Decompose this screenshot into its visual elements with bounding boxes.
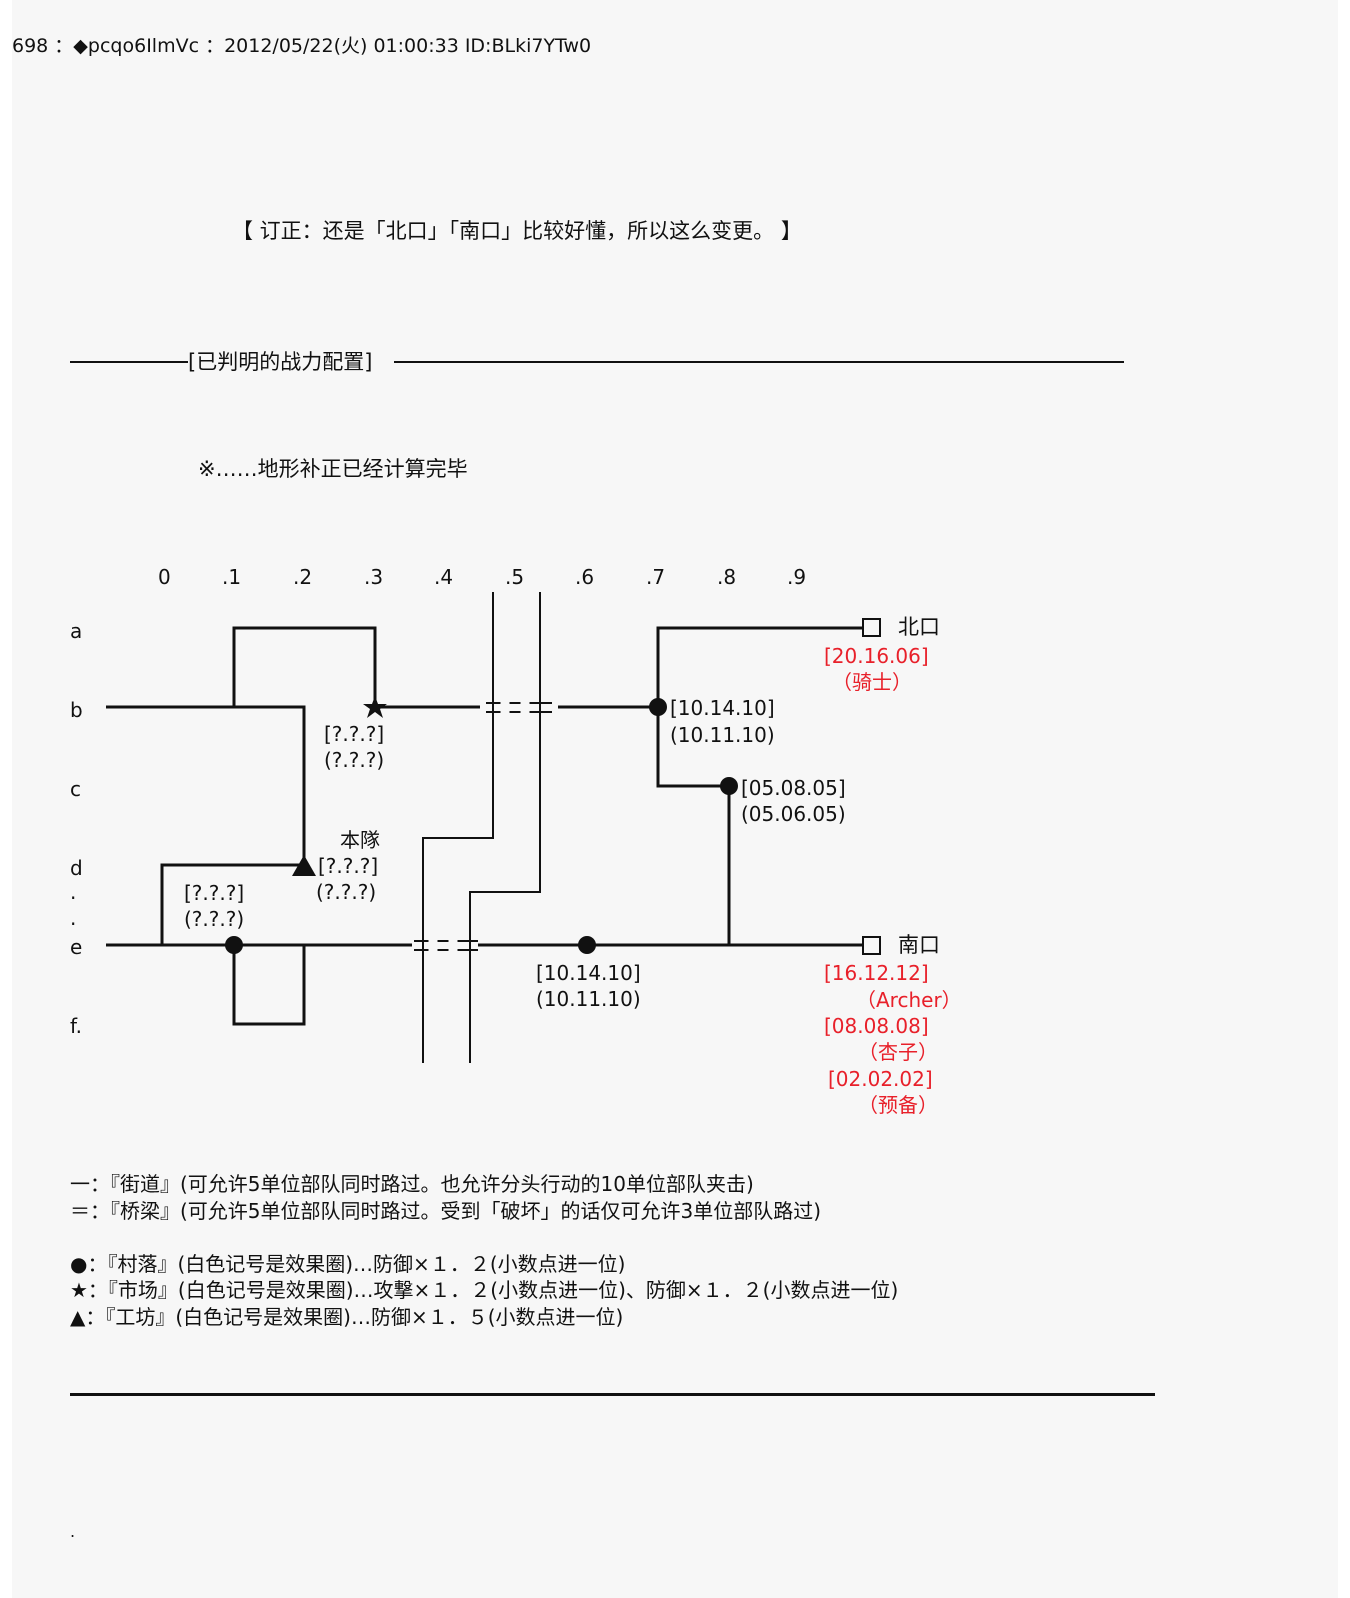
road-b-west-branch: [234, 705, 306, 865]
section-title: [已判明的战力配置]: [188, 350, 373, 374]
star-defense: (?.?.?): [324, 748, 385, 772]
star-values: [?.?.?]: [324, 722, 385, 746]
bottom-rule: [70, 1393, 1155, 1396]
c8-values: [05.08.05]: [741, 776, 846, 800]
column-label: .1: [222, 565, 242, 589]
column-label: .6: [575, 565, 595, 589]
column-label: .2: [293, 565, 313, 589]
column-label: .9: [787, 565, 807, 589]
column-label: .7: [646, 565, 666, 589]
road-north: [656, 626, 862, 707]
bridge-gaps: [428, 697, 530, 955]
north-gate-box: [862, 618, 881, 637]
column-label: .3: [364, 565, 384, 589]
river-north-1: [422, 592, 494, 1063]
south-enemy-values: [08.08.08]: [824, 1014, 929, 1038]
workshop-d2: [292, 855, 316, 876]
row-label: f.: [70, 1014, 82, 1038]
south-enemy-unit: （预备）: [858, 1093, 938, 1117]
column-label: 0: [158, 565, 171, 589]
battle-map: [106, 592, 881, 1063]
post-header: 698 ：◆pcqo6IlmVc ：2012/05/22(火) 01:00:33…: [12, 35, 592, 57]
roads: [106, 626, 862, 1026]
section-rule-left: [70, 361, 188, 363]
b7-defense: (10.11.10): [670, 723, 775, 747]
north-gate-label: 北口: [898, 615, 940, 639]
village-e6: [578, 936, 596, 954]
row-label: .: [70, 906, 77, 930]
market-b3: [363, 696, 387, 718]
village-c8: [720, 777, 738, 795]
column-label: .4: [434, 565, 454, 589]
north-enemy-values: [20.16.06]: [824, 644, 929, 668]
post-page: 698 ：◆pcqo6IlmVc ：2012/05/22(火) 01:00:33…: [12, 0, 1338, 1598]
e1-values: [?.?.?]: [184, 881, 245, 905]
south-enemy-unit: （杏子）: [858, 1040, 938, 1064]
main-force-values: [?.?.?]: [318, 854, 379, 878]
road-b7-c8: [656, 707, 729, 788]
column-label: .5: [505, 565, 525, 589]
south-enemy-unit: （Archer）: [856, 988, 962, 1012]
south-enemy-values: [16.12.12]: [824, 961, 929, 985]
terrain-note: ※……地形补正已经计算完毕: [198, 457, 468, 481]
south-gate-box: [862, 936, 881, 955]
row-label: .: [70, 880, 77, 904]
b7-values: [10.14.10]: [670, 696, 775, 720]
correction-note: 【 订正：还是「北口」「南口」比较好懂，所以这么变更。 】: [232, 219, 802, 243]
row-label: c: [70, 777, 81, 801]
row-label: a: [70, 619, 83, 643]
village-e1: [225, 936, 243, 954]
footer-dot: .: [70, 1522, 76, 1541]
rivers: [422, 592, 541, 1063]
north-enemy-unit: （骑士）: [832, 670, 912, 694]
bridges: [414, 702, 552, 951]
road-b-west: [106, 626, 480, 709]
river-north-2: [469, 592, 541, 1063]
south-enemy-values: [02.02.02]: [828, 1067, 933, 1091]
map-markers: [225, 696, 738, 954]
e1-defense: (?.?.?): [184, 907, 245, 931]
main-force-defense: (?.?.?): [316, 880, 377, 904]
village-b7: [649, 698, 667, 716]
legend-village: ●：『村落』(白色记号是效果圈)…防御×１．２(小数点进一位): [70, 1252, 626, 1276]
south-gate-label: 南口: [898, 933, 940, 957]
e6-defense: (10.11.10): [536, 987, 641, 1011]
legend-workshop: ▲：『工坊』(白色记号是效果圈)…防御×１．５(小数点进一位): [70, 1305, 624, 1329]
road-d: [160, 863, 304, 945]
row-label: d: [70, 856, 83, 880]
row-label: e: [70, 935, 83, 959]
column-label: .8: [717, 565, 737, 589]
gates: [862, 618, 881, 955]
main-force-label: 本隊: [340, 828, 380, 852]
e6-values: [10.14.10]: [536, 961, 641, 985]
row-label: b: [70, 698, 83, 722]
road-f-loop: [232, 945, 306, 1026]
section-rule-right: [394, 361, 1124, 363]
c8-defense: (05.06.05): [741, 802, 846, 826]
legend-market: ★：『市场』(白色记号是效果圈)…攻撃×１．２(小数点进一位)、防御×１．２(小…: [70, 1278, 899, 1302]
legend-bridge: ＝：『桥梁』(可允许5单位部队同时路过。受到「破坏」的话仅可允许3单位部队路过): [70, 1199, 822, 1223]
legend-road: 一：『街道』(可允许5单位部队同时路过。也允许分头行动的10单位部队夹击): [70, 1172, 754, 1196]
